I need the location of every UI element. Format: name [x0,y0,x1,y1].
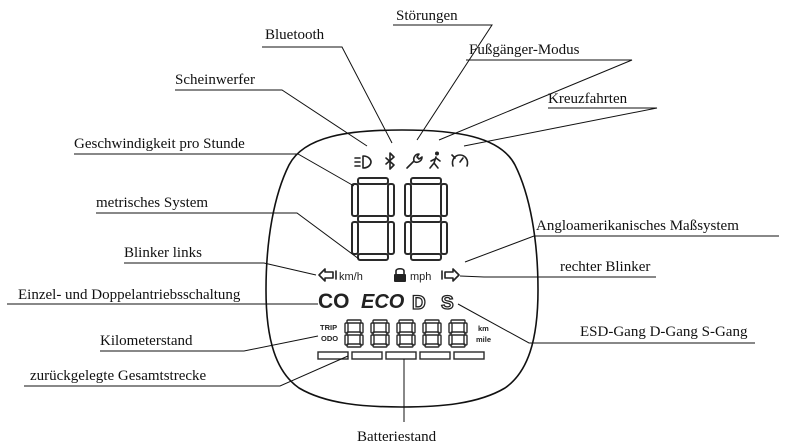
leader-gesamtstrecke [24,355,349,387]
drive-mode-symbol: CO [318,290,350,313]
odometer-segment [372,319,388,324]
battery-segment [419,351,451,360]
unit-mile: mile [476,335,491,344]
label-batteriestand: Batteriestand [357,429,437,445]
label-stoerungen: Störungen [396,8,458,24]
eco-mode: ECO [361,291,405,313]
padlock-icon [394,267,406,282]
label-bluetooth: Bluetooth [265,27,325,43]
odometer-digits [344,319,468,348]
leader-angloamerikanisch [464,235,779,263]
leader-kilometerstand [100,335,319,352]
battery-segment [453,351,485,360]
unit-km: km [478,324,489,333]
odometer-segment [346,343,362,348]
label-kilometerstand: Kilometerstand [100,333,193,349]
label-metrisch: metrisches System [96,195,208,211]
leader-fussgaenger [438,59,633,141]
speed-digit-2 [404,177,448,261]
leader-metrisch [96,212,360,260]
odometer-segment [372,331,388,336]
label-blinker-links: Blinker links [124,245,202,261]
odometer-segment [372,343,388,348]
label-geschwindigkeit: Geschwindigkeit pro Stunde [74,136,245,152]
odometer-segment [398,331,414,336]
leader-gang [457,303,755,344]
unit-kmh: km/h [339,271,363,283]
battery-segment [351,351,383,360]
display-outline [265,129,539,408]
odometer-segment [398,343,414,348]
unit-mph: mph [410,271,431,283]
odometer-segment [450,331,466,336]
cruise-control-icon [451,154,469,167]
trip-tag: TRIP [320,323,337,332]
odometer-segment [424,343,440,348]
odometer-segment [346,319,362,324]
battery-segment [385,351,417,360]
label-blinker-rechts: rechter Blinker [560,259,650,275]
odometer-segment [450,343,466,348]
label-gesamtstrecke: zurückgelegte Gesamtstrecke [30,368,207,384]
odometer-segment [346,331,362,336]
odometer-segment [398,319,414,324]
speed-digit-1 [351,177,395,261]
odometer-digit [396,319,416,348]
bluetooth-icon [385,152,395,170]
right-turn-arrow-icon [441,268,460,282]
label-antrieb: Einzel- und Doppelantriebsschaltung [18,287,241,303]
odometer-digit [422,319,442,348]
pedestrian-icon [429,151,441,169]
gear-s: S [441,293,454,314]
odo-tag: ODO [321,334,338,343]
odometer-segment [450,319,466,324]
leader-geschwindigkeit [74,153,355,187]
battery-bar [317,351,485,360]
leader-blinker-links [124,262,317,276]
headlight-icon [354,155,372,169]
odometer-segment [424,319,440,324]
leader-blinker-rechts [459,275,656,278]
gear-d: D [412,293,426,314]
label-fussgaenger: Fußgänger-Modus [469,42,580,58]
label-kreuzfahrten: Kreuzfahrten [548,91,628,107]
label-scheinwerfer: Scheinwerfer [175,72,255,88]
leader-kreuzfahrten [463,107,658,147]
odometer-digit [448,319,468,348]
battery-segment [317,351,349,360]
leader-stoerungen [393,24,493,141]
label-gang: ESD-Gang D-Gang S-Gang [580,324,748,340]
odometer-digit [344,319,364,348]
odometer-digit [370,319,390,348]
left-turn-arrow-icon [318,268,337,282]
odometer-segment [424,331,440,336]
leader-bluetooth [262,46,393,144]
label-angloamerikanisch: Angloamerikanisches Maßsystem [536,218,739,234]
leader-scheinwerfer [175,89,368,147]
wrench-icon [406,153,423,169]
